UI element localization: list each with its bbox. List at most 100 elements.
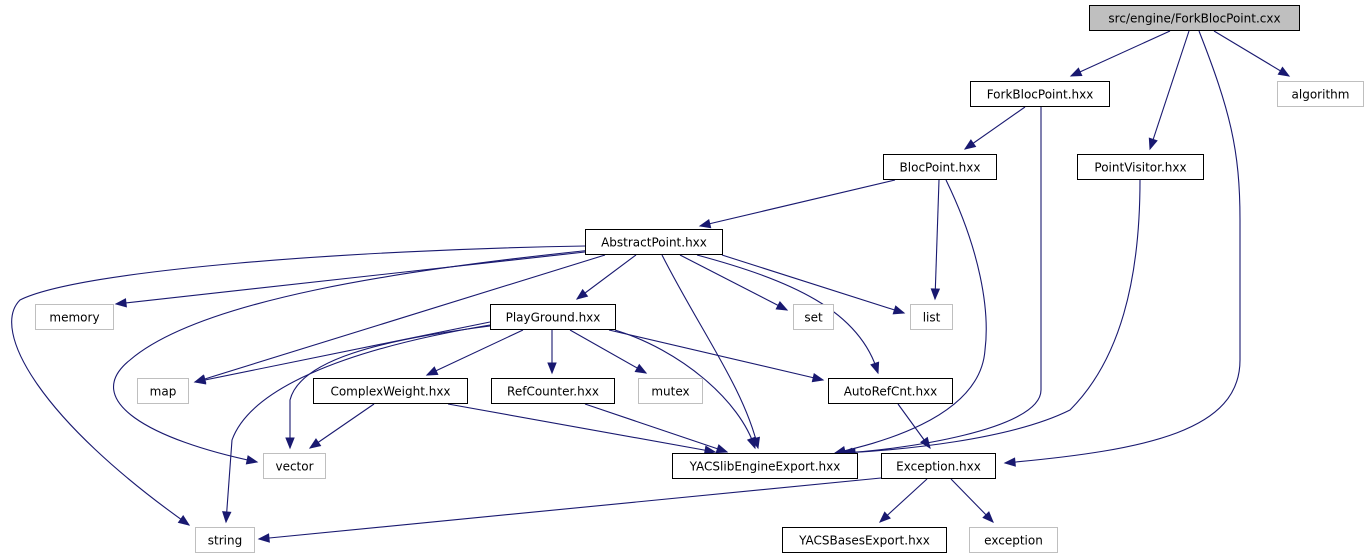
edge-abstractpoint-hxx-to-list-arrowhead xyxy=(892,305,906,315)
edge-complexweight-hxx-to-vector xyxy=(309,403,375,449)
node-label: mutex xyxy=(651,385,689,399)
edge-forkblocpoint-hxx-to-yacslibengineexport-hxx xyxy=(841,107,1042,454)
node-label: PlayGround.hxx xyxy=(506,311,601,325)
node-label: Exception.hxx xyxy=(896,460,981,474)
node-label: ForkBlocPoint.hxx xyxy=(987,88,1094,102)
node-algorithm: algorithm xyxy=(1277,81,1364,107)
node-complexweight-hxx[interactable]: ComplexWeight.hxx xyxy=(313,378,468,404)
node-forkblocpoint-hxx[interactable]: ForkBlocPoint.hxx xyxy=(970,81,1110,107)
node-label: YACSlibEngineExport.hxx xyxy=(689,460,841,474)
node-label: PointVisitor.hxx xyxy=(1094,161,1186,175)
edge-root-to-exception-hxx xyxy=(1004,30,1241,464)
node-label: ComplexWeight.hxx xyxy=(330,385,450,399)
edge-root-to-exception-hxx-arrowhead xyxy=(1003,457,1016,467)
edge-abstractpoint-hxx-to-memory xyxy=(115,251,586,305)
node-label: set xyxy=(804,311,823,325)
node-label: vector xyxy=(275,460,313,474)
edge-playground-hxx-to-mutex xyxy=(569,329,647,374)
edge-root-to-forkblocpoint-hxx-arrowhead xyxy=(1069,67,1083,77)
node-box xyxy=(1077,154,1204,180)
node-map: map xyxy=(137,378,189,404)
edge-abstractpoint-hxx-to-vector-arrowhead xyxy=(245,455,259,465)
edge-pointvisitor-hxx-to-yacslibengineexport-hxx xyxy=(844,179,1141,454)
node-label: AutoRefCnt.hxx xyxy=(844,385,938,399)
edge-blocpoint-hxx-to-abstractpoint-hxx-arrowhead xyxy=(698,218,712,229)
node-mutex: mutex xyxy=(638,378,703,404)
edge-abstractpoint-hxx-to-autorefcnt-hxx-arrowhead xyxy=(870,361,880,375)
nodes-layer: src/engine/ForkBlocPoint.cxxForkBlocPoin… xyxy=(35,5,1364,553)
node-box xyxy=(263,453,326,479)
edge-forkblocpoint-hxx-to-blocpoint-hxx xyxy=(964,106,1026,150)
edge-abstractpoint-hxx-to-memory-arrowhead xyxy=(114,298,127,308)
edge-playground-hxx-to-string xyxy=(225,324,491,523)
edge-playground-hxx-to-mutex-arrowhead xyxy=(634,363,648,374)
node-yacslibengineexport-hxx[interactable]: YACSlibEngineExport.hxx xyxy=(672,453,858,479)
node-box xyxy=(491,378,615,404)
edge-playground-hxx-to-autorefcnt-hxx xyxy=(608,329,824,381)
edge-exception-hxx-to-exception-arrowhead xyxy=(982,511,994,523)
edge-root-to-pointvisitor-hxx xyxy=(1149,30,1190,150)
node-set: set xyxy=(793,304,834,330)
edge-playground-hxx-to-map xyxy=(194,321,491,383)
node-box xyxy=(313,378,468,404)
node-box xyxy=(970,81,1110,107)
edge-playground-hxx-to-map-arrowhead xyxy=(193,375,207,385)
edge-root-to-algorithm-arrowhead xyxy=(1277,66,1291,77)
node-box xyxy=(828,378,953,404)
edges-layer xyxy=(11,30,1291,543)
edge-exception-hxx-to-string-arrowhead xyxy=(257,533,270,543)
node-label: string xyxy=(208,534,242,548)
edge-blocpoint-hxx-to-yacslibengineexport-hxx xyxy=(834,179,987,454)
node-vector: vector xyxy=(263,453,326,479)
edge-abstractpoint-hxx-to-playground-hxx xyxy=(576,254,637,300)
node-exception-hxx[interactable]: Exception.hxx xyxy=(881,453,996,479)
edge-abstractpoint-hxx-to-autorefcnt-hxx xyxy=(696,254,879,374)
node-memory: memory xyxy=(35,304,114,330)
node-blocpoint-hxx[interactable]: BlocPoint.hxx xyxy=(883,154,997,180)
edge-blocpoint-hxx-to-abstractpoint-hxx xyxy=(699,179,896,227)
node-box xyxy=(638,378,703,404)
node-box xyxy=(585,229,723,255)
edge-playground-hxx-to-refcounter-hxx-arrowhead xyxy=(547,362,557,375)
node-yacsbasesexport-hxx[interactable]: YACSBasesExport.hxx xyxy=(782,527,947,553)
node-list: list xyxy=(910,304,953,330)
node-label: exception xyxy=(984,534,1043,548)
node-abstractpoint-hxx[interactable]: AbstractPoint.hxx xyxy=(585,229,723,255)
node-label: YACSBasesExport.hxx xyxy=(798,534,930,548)
node-label: RefCounter.hxx xyxy=(507,385,599,399)
edge-exception-hxx-to-yacsbasesexport-hxx xyxy=(879,478,928,523)
edge-blocpoint-hxx-to-list-arrowhead xyxy=(930,288,941,301)
edge-exception-hxx-to-string xyxy=(258,477,882,540)
node-refcounter-hxx[interactable]: RefCounter.hxx xyxy=(491,378,615,404)
node-box xyxy=(910,304,953,330)
node-label: BlocPoint.hxx xyxy=(900,161,981,175)
node-box xyxy=(195,527,255,553)
edge-abstractpoint-hxx-to-set xyxy=(679,254,788,311)
node-label: map xyxy=(150,385,177,399)
node-pointvisitor-hxx[interactable]: PointVisitor.hxx xyxy=(1077,154,1204,180)
edge-playground-hxx-to-complexweight-hxx xyxy=(426,329,524,376)
node-box xyxy=(782,527,947,553)
node-label: algorithm xyxy=(1292,88,1350,102)
edge-abstractpoint-hxx-to-map xyxy=(194,254,606,383)
node-box xyxy=(672,453,858,479)
node-box xyxy=(969,527,1058,553)
node-string: string xyxy=(195,527,255,553)
node-label: src/engine/ForkBlocPoint.cxx xyxy=(1108,12,1280,26)
node-label: AbstractPoint.hxx xyxy=(601,236,707,250)
node-box xyxy=(793,304,834,330)
edge-exception-hxx-to-yacsbasesexport-hxx-arrowhead xyxy=(879,511,891,523)
node-autorefcnt-hxx[interactable]: AutoRefCnt.hxx xyxy=(828,378,953,404)
edge-playground-hxx-to-complexweight-hxx-arrowhead xyxy=(425,366,439,376)
edge-blocpoint-hxx-to-list xyxy=(934,179,940,300)
node-root[interactable]: src/engine/ForkBlocPoint.cxx xyxy=(1089,5,1300,31)
node-playground-hxx[interactable]: PlayGround.hxx xyxy=(490,304,616,330)
node-label: memory xyxy=(49,311,99,325)
node-box xyxy=(137,378,189,404)
node-box xyxy=(35,304,114,330)
node-box xyxy=(883,154,997,180)
edge-abstractpoint-hxx-to-string xyxy=(11,245,586,526)
edge-playground-hxx-to-autorefcnt-hxx-arrowhead xyxy=(811,372,825,383)
node-label: list xyxy=(923,311,941,325)
edge-root-to-pointvisitor-hxx-arrowhead xyxy=(1148,137,1158,151)
